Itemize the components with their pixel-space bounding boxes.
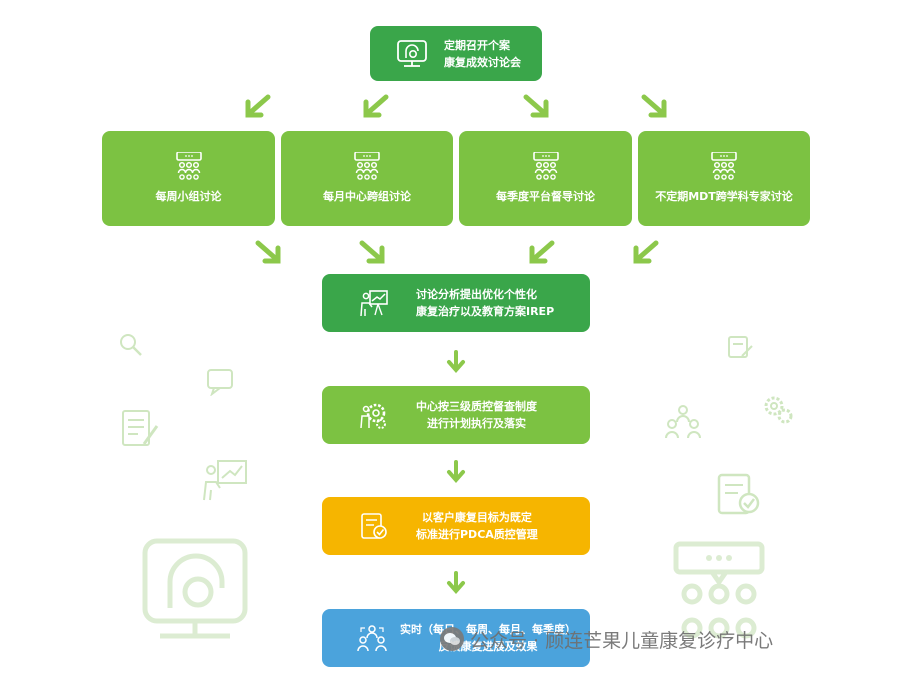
top-meeting-node: 定期召开个案 康复成效讨论会 xyxy=(370,26,542,81)
step-line2: 康复治疗以及教育方案IREP xyxy=(416,305,555,318)
arrow-down-left-icon xyxy=(633,240,659,264)
discussion-label: 每周小组讨论 xyxy=(155,190,222,203)
step-irep-plan: 讨论分析提出优化个性化 康复治疗以及教育方案IREP xyxy=(322,274,590,332)
gears-decor-icon xyxy=(764,396,793,424)
arrow-down-left-icon xyxy=(245,94,271,118)
meeting-icon xyxy=(354,152,380,180)
arrow-down-icon xyxy=(447,571,465,595)
monitor-decor-icon xyxy=(142,538,248,639)
arrow-down-icon xyxy=(447,350,465,374)
team-icon xyxy=(356,624,388,652)
gears-icon xyxy=(358,400,390,430)
arrow-down-left-icon xyxy=(529,240,555,264)
top-node-line1: 定期召开个案 xyxy=(444,38,510,52)
discussion-monthly: 每月中心跨组讨论 xyxy=(281,131,453,226)
arrow-down-right-icon xyxy=(255,240,281,264)
discussion-label: 每季度平台督导讨论 xyxy=(496,190,595,203)
document-decor-icon xyxy=(728,336,753,358)
arrow-down-right-icon xyxy=(523,94,549,118)
checklist-decor-icon xyxy=(717,473,760,515)
arrow-down-icon xyxy=(447,460,465,484)
presentation-decor-icon xyxy=(203,460,247,501)
checklist-icon xyxy=(358,511,390,541)
discussion-quarterly: 每季度平台督导讨论 xyxy=(459,131,632,226)
arrow-down-right-icon xyxy=(641,94,667,118)
meeting-icon xyxy=(175,152,202,180)
wechat-watermark: 公众号 · 顾连芒果儿童康复诊疗中心 xyxy=(440,624,773,654)
chat-decor-icon xyxy=(207,369,233,396)
step-line1: 中心按三级质控督查制度 xyxy=(416,400,537,413)
discussion-label: 每月中心跨组讨论 xyxy=(323,190,411,203)
step-line1: 以客户康复目标为既定 xyxy=(421,511,532,524)
step-pdca: 以客户康复目标为既定 标准进行PDCA质控管理 xyxy=(322,497,590,555)
step-line2: 进行计划执行及落实 xyxy=(427,417,526,430)
arrow-down-left-icon xyxy=(363,94,389,118)
monitor-icon xyxy=(394,39,430,69)
meeting-icon xyxy=(532,152,559,180)
discussion-mdt: 不定期MDT跨学科专家讨论 xyxy=(638,131,810,226)
watermark-text: 公众号 · 顾连芒果儿童康复诊疗中心 xyxy=(470,629,774,652)
team-decor-icon xyxy=(665,405,701,439)
step-quality-control: 中心按三级质控督查制度 进行计划执行及落实 xyxy=(322,386,590,444)
meeting-icon xyxy=(711,152,737,180)
step-line2: 反馈康复进展及效果 xyxy=(438,640,538,653)
top-node-line2: 康复成效讨论会 xyxy=(444,55,521,69)
step-line2: 标准进行PDCA质控管理 xyxy=(416,528,538,541)
clipboard-decor-icon xyxy=(122,410,159,446)
presentation-icon xyxy=(358,288,390,318)
arrow-down-right-icon xyxy=(359,240,385,264)
discussion-label: 不定期MDT跨学科专家讨论 xyxy=(655,190,793,203)
step-feedback: 实时（每日、每周、每月、每季度） 反馈康复进展及效果 xyxy=(322,609,590,667)
step-line1: 讨论分析提出优化个性化 xyxy=(416,288,537,301)
magnifier-decor-icon xyxy=(120,334,142,356)
wechat-logo-icon xyxy=(440,627,464,651)
meeting-decor-icon xyxy=(673,541,765,639)
discussion-weekly: 每周小组讨论 xyxy=(102,131,275,226)
